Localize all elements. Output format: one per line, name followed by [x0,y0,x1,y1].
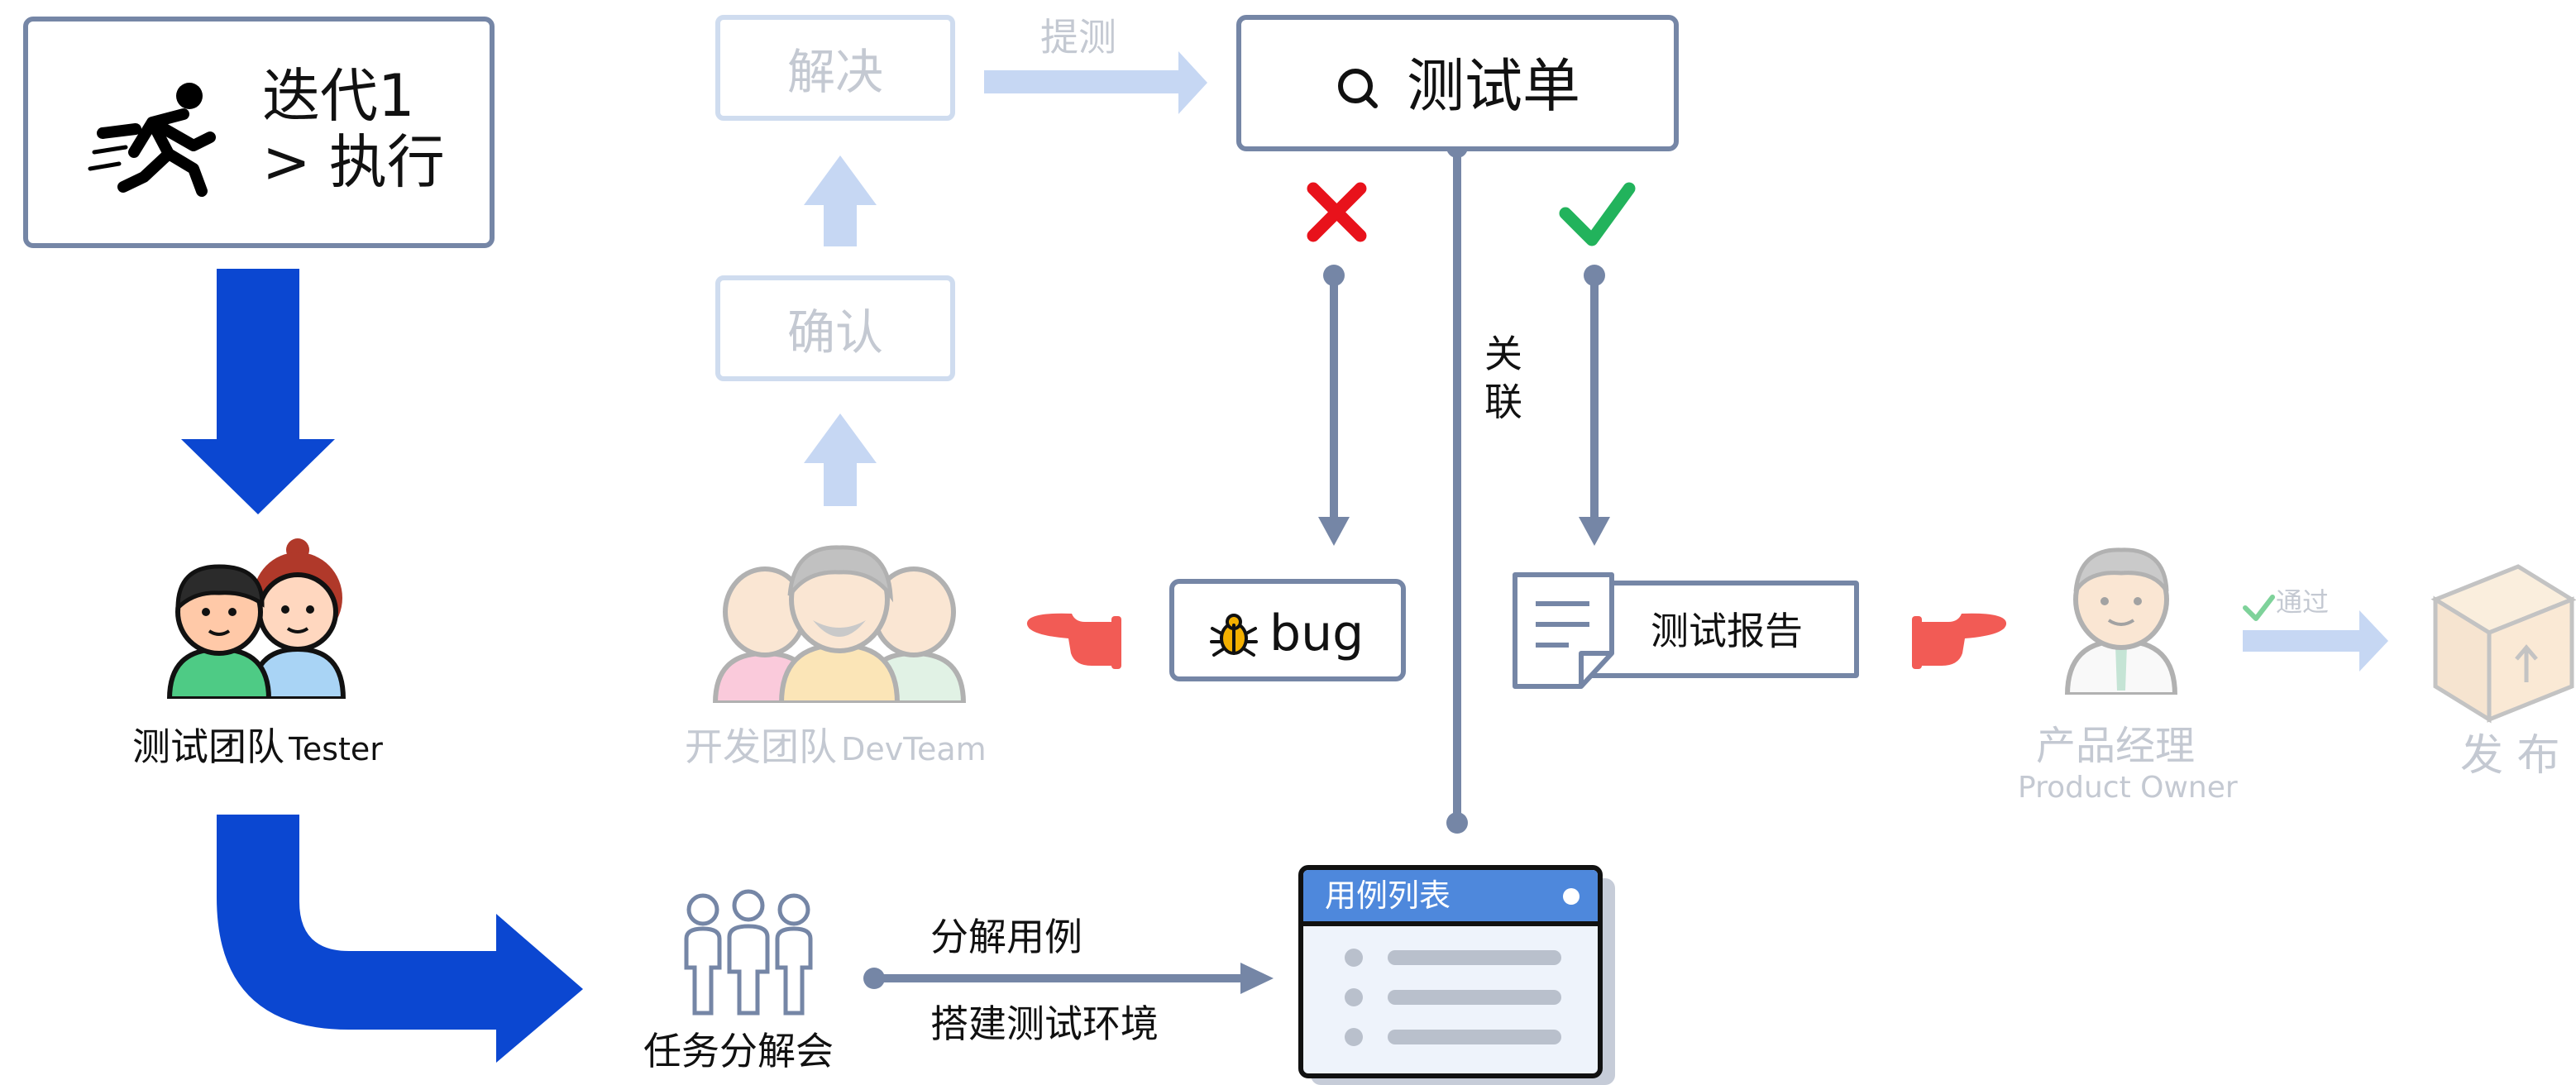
pointing-hand-icon [1912,613,2007,669]
pointing-hand-icon [1026,613,1121,669]
tester-team-icon [166,538,346,699]
product-manager-zh: 产品经理 [2036,723,2196,769]
tester-team-en: Tester [289,731,383,767]
case-list-titlebar: 用例列表 [1303,870,1598,926]
big-down-arrow [181,269,335,514]
runner-icon [88,83,216,197]
test-sheet-box: 测试单 [1236,15,1679,151]
case-list-title: 用例列表 [1325,877,1451,914]
cross-icon [1307,182,1367,242]
relate-label: 关联 [1484,332,1522,424]
bug-box: bug [1169,579,1406,681]
search-icon [1338,69,1378,108]
big-corner-arrow [217,815,583,1063]
document-icon [1513,572,1614,689]
product-manager-icon [2064,547,2178,695]
case-list-window: 用例列表 [1298,865,1603,1078]
dev-team-icon [712,545,967,703]
decompose-line2: 搭建测试环境 [930,1001,1159,1046]
submit-arrow [984,51,1207,114]
test-report-box: 测试报告 [1588,581,1859,678]
window-dot-icon [1563,888,1580,905]
decompose-line1: 分解用例 [930,915,1082,959]
list-item [1345,949,1568,967]
relate-line [1446,136,1468,834]
decompose-arrow [863,963,1274,994]
iteration-subtitle: > 执行 [262,128,445,196]
submit-label: 提测 [1040,15,1116,60]
iteration-box: 迭代1 > 执行 [23,17,495,248]
dev-team-zh: 开发团队 [685,724,837,769]
test-report-label: 测试报告 [1651,609,1803,653]
dev-team-en: DevTeam [841,731,987,767]
meeting-people-icon [684,889,813,1016]
iteration-title: 迭代1 [262,62,415,130]
list-item [1345,988,1568,1006]
resolve-box: 解决 [715,15,955,121]
product-manager-en: Product Owner [2018,771,2238,805]
tester-team-zh: 测试团队 [132,724,284,769]
bug-icon [1210,614,1258,657]
task-meeting-label: 任务分解会 [643,1029,834,1073]
tester-team-label: 测试团队 Tester [132,728,383,766]
pass-to-release-arrow [2243,610,2388,672]
pass-label: 通过 [2276,586,2330,618]
confirm-box: 确认 [715,275,955,381]
dev-team-label: 开发团队 DevTeam [685,728,987,766]
faded-up-arrows [804,155,877,506]
bug-label: bug [1269,605,1364,662]
small-check-icon [2243,595,2275,621]
test-sheet-label: 测试单 [1407,52,1580,120]
pass-arrow [1579,265,1610,546]
list-item [1345,1028,1568,1046]
check-icon [1559,182,1636,246]
fail-arrow [1318,265,1350,546]
release-label: 发 布 [2460,731,2560,781]
package-box-icon [2430,564,2576,724]
